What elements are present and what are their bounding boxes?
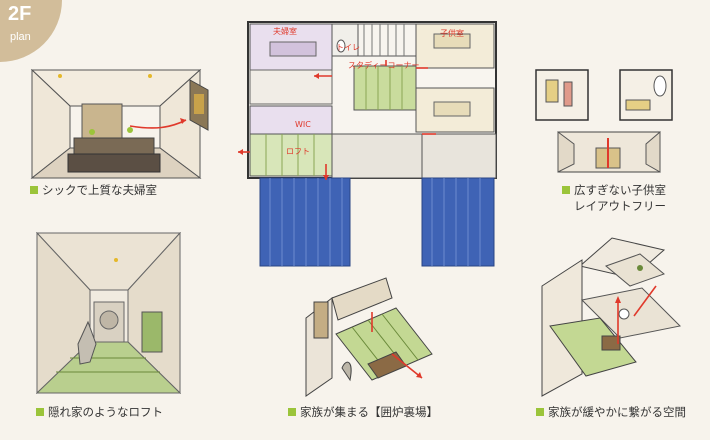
caption-loft: 隠れ家のようなロフト xyxy=(36,404,163,420)
bullet-icon xyxy=(536,408,544,416)
plan-label-kids: 子供室 xyxy=(440,29,464,38)
plan-label-study: スタディーコーナー xyxy=(348,61,420,70)
floor-badge: 2F plan xyxy=(0,0,62,62)
plan-label-wic: WIC xyxy=(295,120,311,129)
caption-family-space: 家族が緩やかに繋がる空間 xyxy=(536,404,686,420)
caption-master-bedroom: シックで上質な夫婦室 xyxy=(30,182,157,198)
plan-label-master: 夫婦室 xyxy=(273,27,297,36)
bullet-icon xyxy=(36,408,44,416)
bullet-icon xyxy=(288,408,296,416)
kids-room-sketch xyxy=(535,69,673,173)
caption-text: 家族が集まる【囲炉裏場】 xyxy=(300,405,438,419)
master-bedroom-sketch xyxy=(30,68,209,180)
family-space-sketch xyxy=(541,237,682,397)
bullet-icon xyxy=(562,186,570,194)
irori-sketch xyxy=(305,277,433,397)
loft-sketch xyxy=(36,232,181,394)
floor-plan xyxy=(238,21,497,267)
bullet-icon xyxy=(30,186,38,194)
caption-text: シックで上質な夫婦室 xyxy=(42,183,157,197)
caption-irori: 家族が集まる【囲炉裏場】 xyxy=(288,404,438,420)
plan-label: plan xyxy=(10,31,31,43)
plan-label-loft: ロフト xyxy=(286,147,310,156)
floor-label: 2F xyxy=(8,3,32,25)
caption-text: レイアウトフリー xyxy=(574,199,666,213)
caption-kids-room: 広すぎない子供室 レイアウトフリー xyxy=(562,182,666,214)
caption-text: 家族が緩やかに繋がる空間 xyxy=(548,405,686,419)
plan-label-toilet: トイレ xyxy=(336,43,360,52)
caption-text: 広すぎない子供室 xyxy=(574,183,666,197)
caption-text: 隠れ家のようなロフト xyxy=(48,405,163,419)
